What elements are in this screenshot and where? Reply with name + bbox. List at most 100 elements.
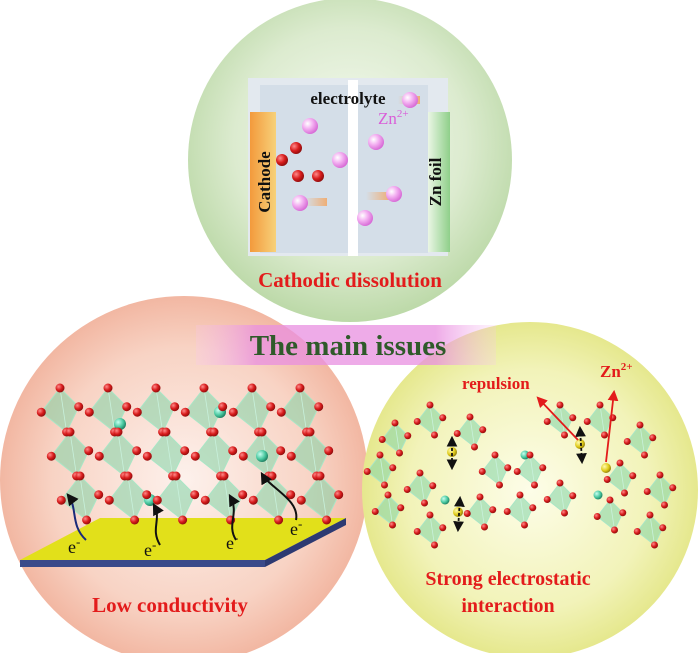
zn-ion [292, 195, 308, 211]
oxygen-atom [521, 521, 528, 529]
electron-path [260, 471, 298, 521]
oxygen-atom [496, 481, 503, 489]
polyhedron-edge [429, 514, 435, 546]
oxygen-atom [404, 432, 412, 440]
oxygen-atom [314, 402, 324, 412]
oxygen-atom [416, 469, 424, 477]
polyhedron-edge [319, 475, 327, 521]
zn-ion [357, 210, 373, 226]
polyhedron-edge [175, 475, 183, 521]
cathode-electrode [250, 112, 276, 252]
oxygen-atom [171, 471, 181, 481]
zn-foil-electrode [428, 112, 450, 252]
oxygen-atom [669, 484, 677, 492]
oxygen-atom [413, 418, 421, 425]
oxygen-atom [429, 482, 437, 490]
zn-ion [302, 118, 318, 134]
oxygen-atom [248, 495, 258, 505]
oxygen-atom [161, 427, 171, 437]
top-zn-ion-label: Zn2+ [378, 108, 409, 128]
oxygen-atom [55, 383, 65, 393]
oxygen-atom [267, 471, 277, 481]
oxygen-atom [257, 427, 267, 437]
right-caption-line2: interaction [461, 595, 554, 617]
electron-charge: - [298, 516, 302, 531]
oxygen-atom [516, 491, 524, 499]
oxygen-atom [539, 464, 547, 472]
oxygen-atom [621, 489, 628, 497]
oxygen-atom [381, 481, 388, 489]
polyhedron-edge [479, 496, 485, 528]
electron-label: e- [226, 530, 238, 553]
polyhedron-edge [519, 494, 525, 526]
oxygen-atom [526, 451, 534, 459]
dissolved-particle [312, 170, 324, 182]
oxygen-atom [504, 464, 512, 472]
oxygen-atom [152, 495, 162, 505]
oxygen-atom [646, 511, 654, 519]
oxygen-atom [596, 401, 604, 409]
oxygen-atom [295, 383, 305, 393]
polyhedron-edge [203, 387, 211, 433]
oxygen-atom [228, 407, 238, 417]
oxygen-atom [656, 471, 664, 479]
oxygen-atom [276, 446, 286, 456]
oxygen-atom [659, 524, 667, 532]
polyhedron-edge [469, 416, 475, 448]
oxygen-atom [151, 383, 161, 393]
oxygen-atom [190, 490, 200, 500]
top-caption: Cathodic dissolution [258, 268, 442, 292]
oxygen-atom [142, 451, 152, 461]
zn-foil-label: Zn foil [426, 157, 445, 206]
oxygen-atom [84, 407, 94, 417]
dissolved-particle [292, 170, 304, 182]
oxygen-atom [142, 490, 152, 500]
oxygen-atom [113, 427, 123, 437]
electron-charge: - [152, 537, 156, 552]
oxygen-atom [286, 451, 296, 461]
oxygen-atom [463, 510, 471, 517]
oxygen-atom [569, 414, 577, 422]
oxygen-atom [315, 471, 325, 481]
oxygen-atom [611, 526, 618, 534]
polyhedron-edge [609, 499, 615, 531]
oxygen-atom [266, 402, 276, 412]
oxygen-atom [247, 383, 257, 393]
oxygen-atom [132, 446, 142, 456]
polyhedron-edge [559, 482, 565, 514]
oxygen-atom [389, 464, 397, 472]
oxygen-atom [643, 488, 651, 495]
oxygen-atom [219, 471, 229, 481]
metal-cation [256, 450, 268, 462]
zn-ion [386, 186, 402, 202]
oxygen-atom [75, 471, 85, 481]
oxygen-atom [384, 491, 392, 499]
polyhedron-edge [79, 475, 87, 521]
oxygen-atom [431, 431, 438, 439]
zn-ion [601, 463, 611, 473]
repulsion-arrow [536, 396, 579, 441]
oxygen-atom [453, 430, 461, 437]
oxygen-atom [661, 501, 668, 509]
oxygen-atom [190, 451, 200, 461]
top-zn-ion-charge: 2+ [397, 108, 409, 120]
oxygen-atom [641, 451, 648, 459]
polyhedron-edge [117, 431, 125, 477]
oxygen-atom [569, 492, 577, 500]
polyhedron-edge [299, 387, 307, 433]
oxygen-atom [132, 407, 142, 417]
electron-symbol: e [226, 533, 234, 553]
zn-ion [368, 134, 384, 150]
top-zn-ion-symbol: Zn [378, 109, 397, 128]
oxygen-atom [583, 418, 591, 425]
metal-cation [114, 418, 126, 430]
polyhedron-edge [127, 475, 135, 521]
oxygen-atom [531, 481, 538, 489]
banner-glow [196, 325, 496, 365]
oxygen-atom [103, 383, 113, 393]
oxygen-atom [94, 490, 104, 500]
oxygen-atom [178, 515, 188, 525]
polyhedron-edge [379, 454, 385, 486]
